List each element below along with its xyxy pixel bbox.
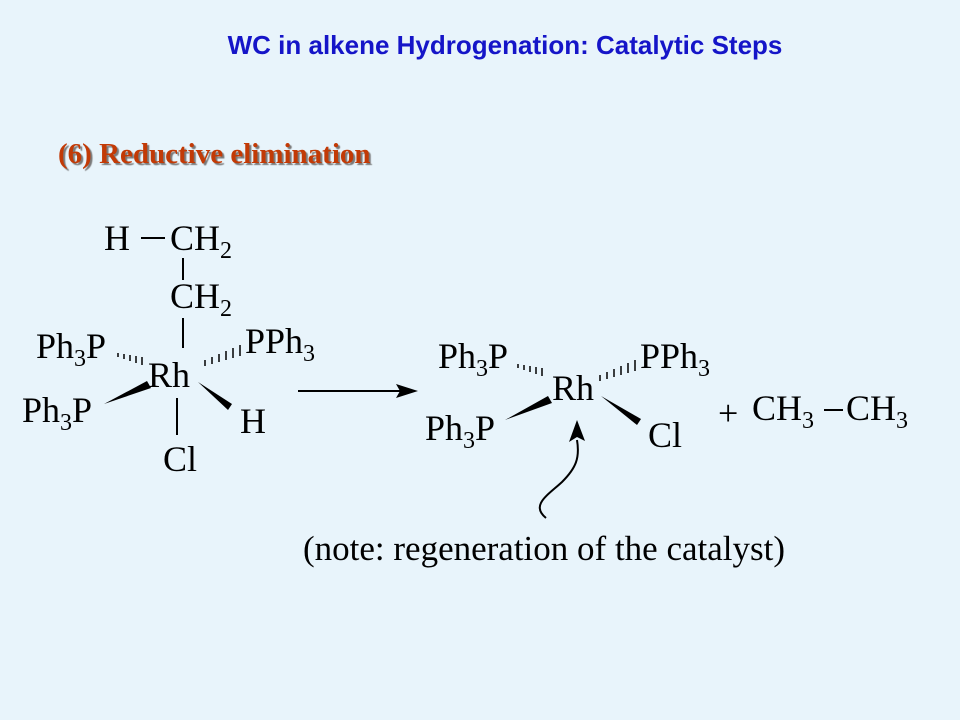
product-ligand-pph3-upper: PPh3 xyxy=(640,336,710,382)
wedge-bond-left-lower xyxy=(104,381,151,404)
wedge-bond-hydride xyxy=(198,382,232,410)
slide-title: WC in alkene Hydrogenation: Catalytic St… xyxy=(227,30,783,60)
reaction-arrow xyxy=(298,384,418,398)
product-wedge-bond-cl xyxy=(601,396,641,425)
ethane-byproduct: + CH3 CH3 xyxy=(718,388,908,434)
chain-ch2-mid: CH2 xyxy=(170,276,232,322)
reactant-ligand-ph3p-upper: Ph3P xyxy=(36,326,106,372)
product-wedge-bond-left xyxy=(505,396,552,420)
product-metal-rh: Rh xyxy=(552,368,594,408)
product-complex: Ph3P Rh PPh3 Ph3P Cl xyxy=(425,336,710,455)
reactant-ligand-ph3p-lower: Ph3P xyxy=(22,390,92,436)
plus-sign: + xyxy=(718,393,738,433)
product-ligand-ph3p-upper: Ph3P xyxy=(438,336,508,382)
regeneration-note: (note: regeneration of the catalyst) xyxy=(303,529,785,568)
dashed-bond-right-upper xyxy=(204,345,241,366)
chain-ch2-top: CH2 xyxy=(170,218,232,264)
dashed-bond-left-upper xyxy=(117,353,143,365)
reactant-metal-rh: Rh xyxy=(148,355,190,395)
reactant-hydride: H xyxy=(240,401,266,441)
regeneration-arrow xyxy=(538,420,585,519)
reactant-ligand-pph3-upper: PPh3 xyxy=(245,321,315,367)
chain-hydrogen: H xyxy=(104,218,130,258)
reactant-chloride: Cl xyxy=(163,439,197,479)
ethane-ch3-left: CH3 xyxy=(752,388,814,434)
product-dashed-bond-right xyxy=(599,360,636,381)
product-ligand-ph3p-lower: Ph3P xyxy=(425,408,495,454)
product-chloride: Cl xyxy=(648,415,682,455)
step-heading: (6) Reductive elimination xyxy=(58,138,371,170)
ethane-ch3-right: CH3 xyxy=(846,388,908,434)
reactant-complex: H CH2 CH2 Rh Ph3P PPh3 Ph3P xyxy=(22,218,315,479)
product-dashed-bond-left xyxy=(517,364,543,376)
